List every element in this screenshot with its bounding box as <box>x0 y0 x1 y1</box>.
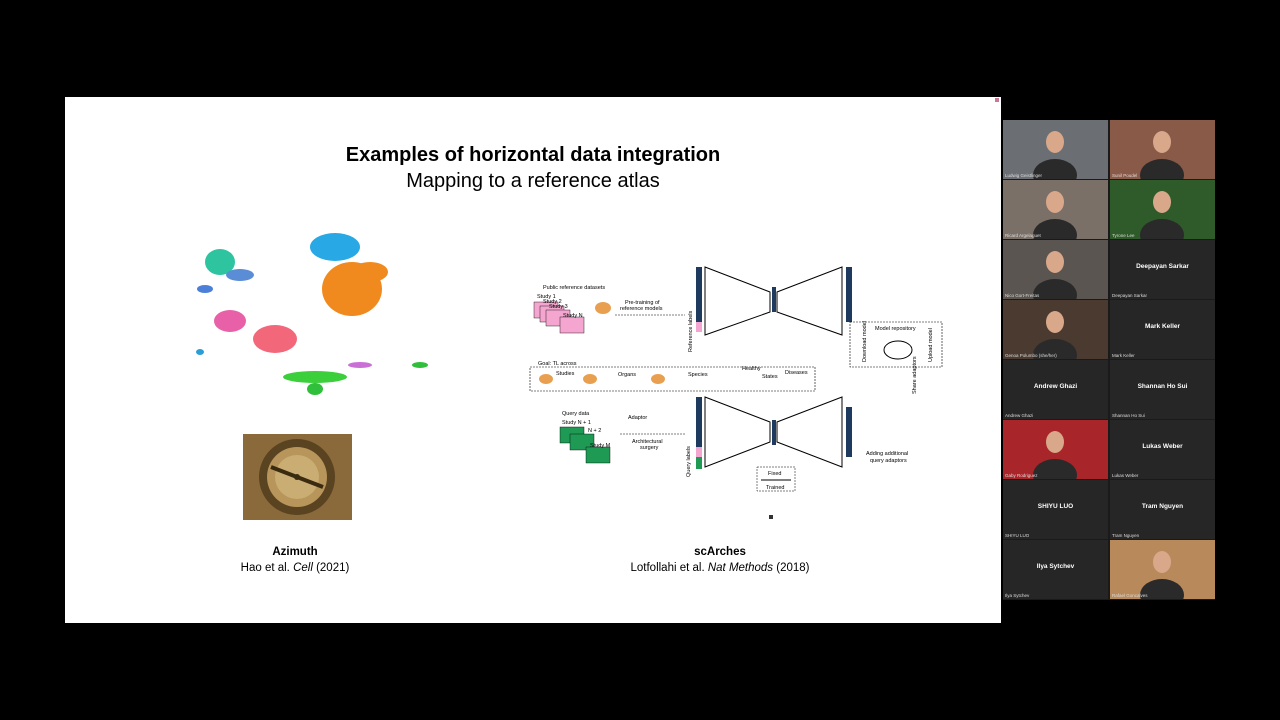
compass-image <box>243 434 352 520</box>
svg-text:Architectural: Architectural <box>632 439 663 445</box>
participant-name-label: Gaby Rodriguez <box>1005 473 1038 478</box>
participant-name-label: Rafael Goncalves <box>1112 593 1148 598</box>
participant-tile[interactable]: Tyrone Lee <box>1110 180 1215 239</box>
participant-video <box>1003 180 1108 239</box>
slide-subtitle: Mapping to a reference atlas <box>406 170 660 192</box>
slide-corner-handle[interactable] <box>995 98 999 102</box>
svg-text:Trained: Trained <box>766 485 784 491</box>
svg-text:Download model: Download model <box>862 321 868 362</box>
mouse-cursor <box>769 515 773 519</box>
participant-video <box>1003 120 1108 179</box>
azimuth-title: Azimuth <box>272 546 318 558</box>
participant-video <box>1110 120 1215 179</box>
participant-video <box>1110 180 1215 239</box>
participant-name-label: Sunil Poudel <box>1112 173 1138 178</box>
svg-text:Healthy: Healthy <box>742 366 761 372</box>
participant-tile[interactable]: Rafael Goncalves <box>1110 540 1215 599</box>
svg-text:Pre-training of: Pre-training of <box>625 300 660 306</box>
participant-name-label: Tyrone Lee <box>1112 233 1135 238</box>
participant-name-label: Nico Gort-Freitas <box>1005 293 1040 298</box>
participant-name-label: Ricard Argelaguet <box>1005 233 1041 238</box>
presentation-slide: Examples of horizontal data integration … <box>65 97 1001 623</box>
participant-display-name: SHIYU LUO <box>1037 503 1074 510</box>
svg-text:Query data: Query data <box>562 411 590 417</box>
participant-display-name: Shannan Ho Sui <box>1137 383 1188 390</box>
participant-tile[interactable]: SHIYU LUO SHIYU LUO <box>1003 480 1108 539</box>
svg-text:Study 3: Study 3 <box>549 304 568 310</box>
participant-name-label: SHIYU LUO <box>1005 533 1030 538</box>
participant-tile[interactable]: Gaby Rodriguez <box>1003 420 1108 479</box>
participant-video <box>1003 240 1108 299</box>
svg-text:Study 2: Study 2 <box>543 299 562 305</box>
participant-display-name: Andrew Ghazi <box>1033 383 1078 390</box>
scarches-citation: Lotfollahi et al. Nat Methods (2018) <box>630 562 810 574</box>
scarches-title: scArches <box>694 546 746 558</box>
participant-display-name: Lukas Weber <box>1142 443 1183 450</box>
svg-text:query adaptors: query adaptors <box>870 458 907 464</box>
svg-text:Public reference datasets: Public reference datasets <box>543 285 605 291</box>
svg-text:Reference labels: Reference labels <box>688 310 694 352</box>
participant-name-label: Mark Keller <box>1112 353 1135 358</box>
participant-video <box>1110 540 1215 599</box>
umap-plot-image <box>196 233 428 395</box>
svg-text:Share adaptors: Share adaptors <box>912 356 918 394</box>
svg-text:States: States <box>762 374 778 380</box>
svg-text:Species: Species <box>688 372 708 378</box>
participant-name-label: Lukas Weber <box>1112 473 1139 478</box>
participant-name-label: Tram Nguyen <box>1112 533 1140 538</box>
participant-tile[interactable]: Nico Gort-Freitas <box>1003 240 1108 299</box>
participant-display-name: Tram Nguyen <box>1141 503 1184 510</box>
svg-text:Study 1: Study 1 <box>537 294 556 300</box>
participant-tile[interactable]: Ludwig Geistlinger <box>1003 120 1108 179</box>
participant-name-label: Andrew Ghazi <box>1005 413 1034 418</box>
svg-text:Model repository: Model repository <box>875 326 916 332</box>
svg-text:Upload model: Upload model <box>928 328 934 362</box>
svg-text:surgery: surgery <box>640 445 659 451</box>
svg-text:Study N: Study N <box>563 313 583 319</box>
svg-text:Query labels: Query labels <box>686 446 692 477</box>
participant-display-name: Ilya Sytchev <box>1036 563 1075 570</box>
svg-text:Study M: Study M <box>590 443 611 449</box>
participant-display-name: Deepayan Sarkar <box>1136 263 1189 270</box>
scarches-caption: scArches Lotfollahi et al. Nat Methods (… <box>595 544 845 576</box>
participant-display-name: Mark Keller <box>1144 323 1181 330</box>
participant-tile[interactable]: Genoa Polumbo (she/her) <box>1003 300 1108 359</box>
svg-text:reference models: reference models <box>620 306 663 312</box>
svg-text:Fixed: Fixed <box>768 471 781 477</box>
azimuth-citation: Hao et al. Cell (2021) <box>240 562 350 574</box>
svg-text:Diseases: Diseases <box>785 370 808 376</box>
svg-text:Study N + 1: Study N + 1 <box>562 420 591 426</box>
participant-video <box>1003 420 1108 479</box>
participant-name-label: Ludwig Geistlinger <box>1005 173 1043 178</box>
participant-video <box>1003 300 1108 359</box>
azimuth-caption: Azimuth Hao et al. Cell (2021) <box>185 544 405 576</box>
scarches-diagram: Public reference datasets Study 1 Study … <box>529 266 943 492</box>
participant-name-label: Genoa Polumbo (she/her) <box>1005 353 1057 358</box>
svg-text:Goal: TL across: Goal: TL across <box>538 361 577 367</box>
svg-text:Organs: Organs <box>618 372 636 378</box>
svg-text:Studies: Studies <box>556 371 575 377</box>
participant-tile[interactable]: Ricard Argelaguet <box>1003 180 1108 239</box>
slide-title: Examples of horizontal data integration <box>345 144 721 166</box>
participant-tile[interactable]: Sunil Poudel <box>1110 120 1215 179</box>
participant-name-label: Ilya Sytchev <box>1005 593 1030 598</box>
svg-text:Adaptor: Adaptor <box>628 415 647 421</box>
participant-name-label: Deepayan Sarkar <box>1112 293 1148 298</box>
svg-text:N + 2: N + 2 <box>588 428 601 434</box>
participant-name-label: Shannan Ho Sui <box>1112 413 1145 418</box>
svg-text:Adding additional: Adding additional <box>866 451 908 457</box>
